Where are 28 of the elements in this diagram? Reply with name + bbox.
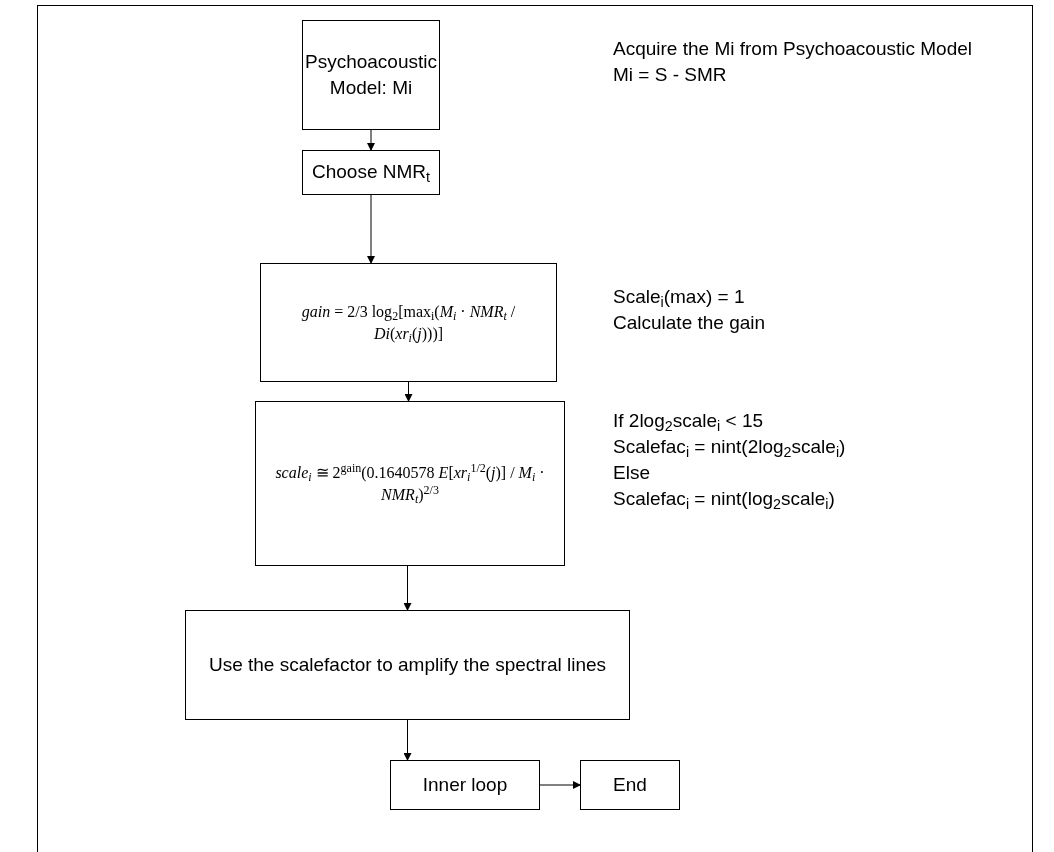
note-text: Scalefac$_{i}$ = nint(log$_{2}$scale$_{i}$)	[613, 487, 836, 512]
arrow	[403, 565, 412, 611]
note-text: Mi = S - SMR	[613, 63, 728, 87]
formula-box	[255, 401, 565, 566]
note-text: If 2log$_{2}$scale$_{i}$ < 15	[613, 409, 765, 434]
formula-box	[260, 263, 557, 382]
note-text: Scale$_{i}$(max) = 1	[613, 285, 746, 310]
note-text: Scalefac$_{i}$ = nint(2log$_{2}$scale$_{i}$)	[613, 435, 847, 460]
process-box	[302, 150, 440, 195]
box-label: Use the scalefactor to amplify the spectral lines	[208, 652, 607, 677]
arrow	[404, 381, 413, 402]
note-text: Acquire the Mi from Psychoacoustic Model	[613, 37, 974, 61]
process-box	[390, 760, 540, 810]
process-box	[185, 610, 630, 720]
box-label: Psychoacoustic Model: Mi	[305, 49, 437, 100]
box-label: Inner loop	[422, 772, 508, 797]
box-label: End	[613, 772, 647, 797]
formula: gain = 2/3 log$_{2}$[max$_{i}$(M$_{i}$ · NMR$_{t}$ / Di(xr$_{i}$(j)))]	[300, 301, 517, 345]
arrow	[367, 194, 375, 264]
process-box	[302, 20, 440, 130]
arrow	[367, 129, 375, 151]
formula: scale$_{i}$ ≅ 2$^{gain}$(0.1640578 E[xr$_{i}$$^{1/2}$(j)] / M$_{i}$ · NMR$_{t}$)$^{2/3}$	[274, 461, 546, 506]
box-label: Choose NMR$_{t}$	[312, 160, 430, 186]
arrow	[403, 719, 412, 761]
arrow	[539, 781, 581, 789]
process-box	[580, 760, 680, 810]
note-text: Calculate the gain	[613, 311, 767, 335]
note-text: Else	[613, 461, 651, 485]
